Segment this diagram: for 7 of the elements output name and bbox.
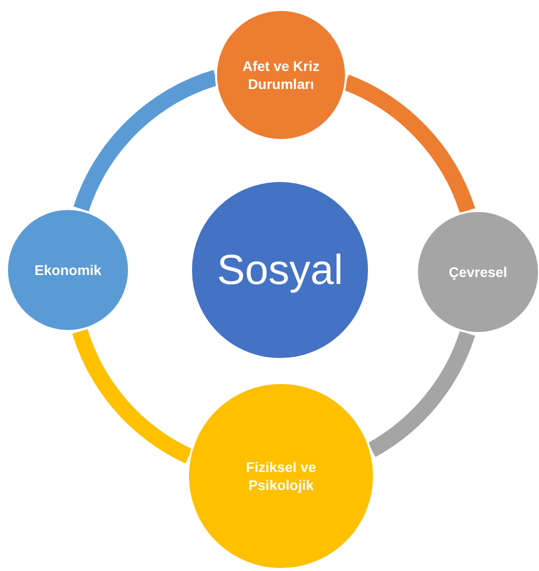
connector-arc	[367, 330, 475, 457]
node-label: Çevresel	[448, 262, 508, 282]
node-label: Afet ve Kriz Durumları	[241, 56, 321, 94]
node-label: Sosyal	[216, 244, 344, 295]
node-label: Fiziksel ve Psikolojik	[244, 458, 318, 494]
connector-arc	[72, 328, 193, 464]
node-label: Ekonomik	[34, 260, 102, 280]
